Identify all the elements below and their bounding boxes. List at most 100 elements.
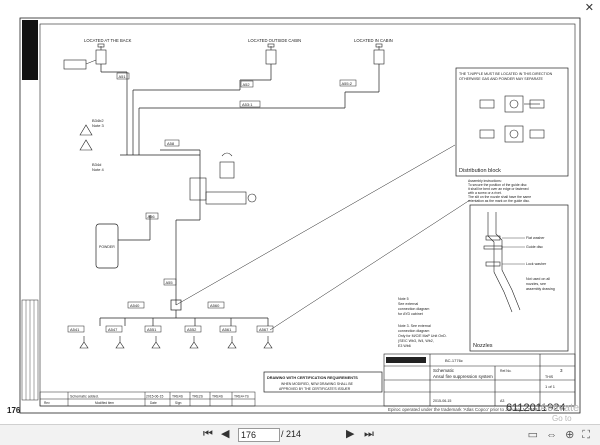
svg-text:Not used on all: Not used on all bbox=[526, 277, 550, 281]
warning-triangle-icon bbox=[79, 124, 93, 151]
svg-text:A551: A551 bbox=[147, 327, 157, 332]
pipe-label-a547: A547 bbox=[105, 325, 123, 333]
assembly-instructions: Assembly instructions: To secure the pos… bbox=[468, 179, 531, 203]
title-sheet: 1 of 1 bbox=[545, 384, 556, 389]
schematic-sheet: LOCATED AT THE BACK LOCATED OUTSIDE CABI… bbox=[19, 17, 581, 414]
svg-text:A547: A547 bbox=[108, 327, 118, 332]
tnipple-title: THE T-NIPPLE MUST BE LOCATED IN THIS DIR… bbox=[459, 72, 553, 76]
powder-tank bbox=[95, 223, 119, 269]
title-ref: Ref.No. bbox=[500, 369, 512, 373]
rev-code-3: TRE4S bbox=[212, 395, 224, 399]
svg-text:nozzles, see: nozzles, see bbox=[526, 282, 546, 286]
note-4: Note 4 bbox=[92, 167, 105, 172]
fit-width-icon[interactable]: ⇔ bbox=[546, 429, 558, 441]
svg-text:A560: A560 bbox=[210, 303, 220, 308]
svg-text:A540: A540 bbox=[130, 303, 140, 308]
pipe-label-a52: A52 bbox=[240, 80, 254, 88]
title-code: BC-1776c bbox=[445, 358, 463, 363]
svg-text:A55: A55 bbox=[166, 280, 174, 285]
actuator-outside bbox=[265, 43, 277, 65]
sheet-inner-frame bbox=[39, 23, 576, 407]
page-number-label: 176 bbox=[7, 406, 21, 415]
title-block bbox=[383, 353, 576, 407]
pipe-label-a551: A551 bbox=[144, 325, 162, 333]
svg-text:A567: A567 bbox=[259, 327, 269, 332]
label-in-cabin: LOCATED IN CABIN bbox=[354, 38, 393, 43]
single-page-icon[interactable]: ▭ bbox=[527, 429, 539, 441]
cert-title: DRAWING WITH CERTIFICATION REQUIREMENTS bbox=[267, 376, 358, 380]
rev-code-1: TRE4S bbox=[172, 395, 184, 399]
svg-text:with a screw or a rivet.: with a screw or a rivet. bbox=[468, 191, 502, 195]
svg-text:A53:1: A53:1 bbox=[242, 102, 253, 107]
svg-text:(SE/C Wb3, W4, Wb2,: (SE/C Wb3, W4, Wb2, bbox=[398, 339, 434, 343]
svg-text:A58: A58 bbox=[167, 141, 175, 146]
svg-text:Note 5: Note 5 bbox=[398, 297, 409, 301]
nozzle-detail-drawing bbox=[483, 212, 521, 313]
rev-date: 2015-06-15 bbox=[146, 395, 163, 399]
left-strip bbox=[22, 20, 38, 80]
svg-text:A561: A561 bbox=[222, 327, 232, 332]
svg-text:See external: See external bbox=[398, 302, 418, 306]
svg-text:Assembly instructions:: Assembly instructions: bbox=[468, 179, 502, 183]
tnipple-box bbox=[455, 67, 569, 177]
note-3-external: Note 3. See external connection diagram … bbox=[398, 324, 447, 348]
svg-text:The slit on the nozzle shall h: The slit on the nozzle shall have the sa… bbox=[468, 195, 531, 199]
rev-code-2: TRE2S bbox=[192, 395, 204, 399]
fullscreen-icon[interactable]: ⛶ bbox=[582, 429, 590, 441]
rev-text: Schematic added. bbox=[70, 395, 99, 399]
nozzles-detail-box bbox=[469, 204, 569, 352]
svg-text:A55:2: A55:2 bbox=[342, 81, 353, 86]
nozzle-icon bbox=[79, 336, 273, 349]
svg-text:A541: A541 bbox=[70, 327, 80, 332]
pipe-label-a560: A560 bbox=[207, 301, 225, 309]
svg-text:connection diagram: connection diagram bbox=[398, 307, 429, 311]
view-controls: ▭ ⇔ ⊕ ⛶ bbox=[520, 428, 590, 442]
pipe-label-a58: A58 bbox=[164, 139, 180, 147]
nozzle-guide-disc: Guide disc bbox=[526, 245, 543, 249]
title-drawing-no: 3 bbox=[560, 368, 563, 373]
title-format: A3 bbox=[500, 399, 504, 403]
svg-text:A51: A51 bbox=[119, 74, 127, 79]
svg-text:orientation as the mark on the: orientation as the mark on the guide dis… bbox=[468, 199, 530, 203]
pipe-label-a552: A552 bbox=[184, 325, 202, 333]
distribution-block-caption: Distribution block bbox=[459, 168, 501, 174]
page-number-input[interactable] bbox=[238, 428, 280, 442]
pipe-label-a541: A541 bbox=[67, 325, 85, 333]
svg-text:for AYD cabinet: for AYD cabinet bbox=[398, 312, 423, 316]
nozzles-caption: Nozzles bbox=[473, 343, 493, 349]
pipe-label-a567: A567 bbox=[256, 325, 274, 333]
pipe-label-a561: A561 bbox=[219, 325, 237, 333]
pipe-label-a51: A51 bbox=[116, 72, 130, 80]
rev-col-sign: Sign bbox=[175, 401, 182, 405]
next-page-icon[interactable]: ▶ bbox=[346, 428, 355, 440]
label-outside-cabin: LOCATED OUTSIDE CABIN bbox=[248, 38, 301, 43]
tnipple-subtitle: OTHERWISE GAS AND POWDER MAY SEPARATE bbox=[459, 77, 544, 81]
note-b34b2: B34b2 bbox=[92, 118, 104, 123]
svg-text:A552: A552 bbox=[187, 327, 197, 332]
sheet-outer-frame bbox=[19, 17, 581, 414]
note-b34d: B34d bbox=[92, 162, 101, 167]
last-page-icon[interactable]: ⏭ bbox=[364, 428, 374, 440]
svg-text:assembly drawing: assembly drawing bbox=[526, 287, 555, 291]
svg-text:To secure the position of the: To secure the position of the guide disc bbox=[468, 183, 527, 187]
close-icon[interactable]: ✕ bbox=[584, 2, 594, 14]
pipe-label-a540: A540 bbox=[127, 301, 145, 309]
tnipple-drawing bbox=[479, 95, 545, 143]
gas-cartridge bbox=[189, 177, 257, 205]
first-page-icon[interactable]: ⏮ bbox=[203, 428, 213, 440]
nozzle-flat-washer: Flat washer bbox=[526, 236, 545, 240]
certification-box bbox=[263, 371, 383, 393]
actuator-back bbox=[95, 43, 107, 65]
svg-text:connection diagram: connection diagram bbox=[398, 329, 429, 333]
arrow-box-left bbox=[63, 59, 87, 70]
prev-page-icon[interactable]: ◀ bbox=[221, 428, 230, 440]
title-description: Ansul fire suppression system bbox=[433, 374, 493, 379]
viewer-toolbar: ⏮ ◀ / 214 ▶ ⏭ ▭⇔⊕⛶ bbox=[0, 424, 600, 445]
pipe-label-a55: A55:2 bbox=[339, 79, 357, 87]
revision-table bbox=[39, 391, 256, 407]
svg-text:A52: A52 bbox=[243, 82, 251, 87]
note-3: Note 3 bbox=[92, 123, 105, 128]
zoom-icon[interactable]: ⊕ bbox=[565, 429, 575, 441]
rev-code-4: TRE4+7S bbox=[234, 395, 250, 399]
powder-label: POWDER bbox=[99, 245, 115, 249]
